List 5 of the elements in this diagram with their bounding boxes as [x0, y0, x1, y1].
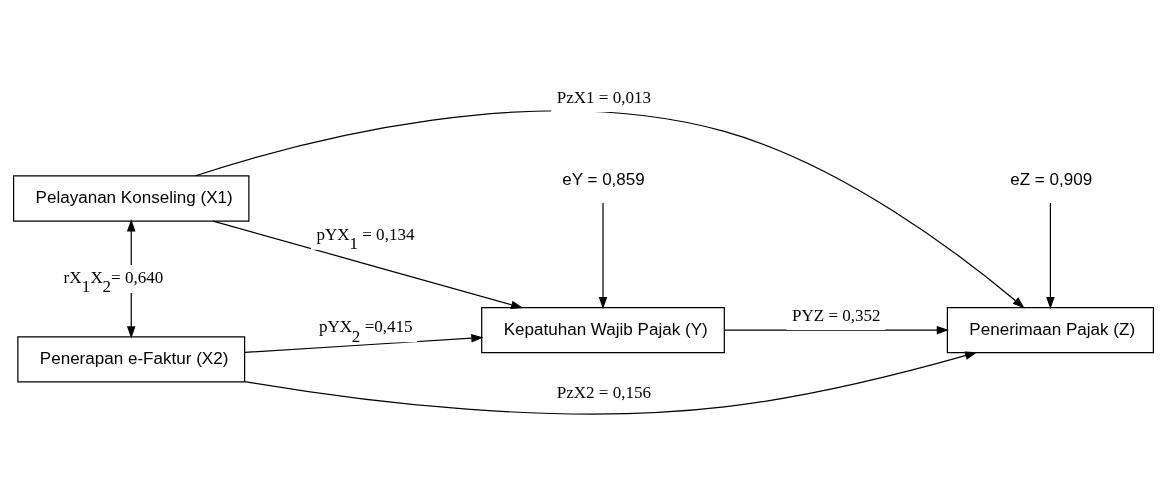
edge-label: PYZ = 0,352: [791, 305, 881, 325]
node-text: eY = 0,859: [562, 169, 645, 189]
edge-label: PzX1 = 0,013: [556, 87, 652, 107]
node-text: eZ = 0,909: [1010, 169, 1093, 189]
edge-label: PzX2 = 0,156: [556, 382, 652, 402]
